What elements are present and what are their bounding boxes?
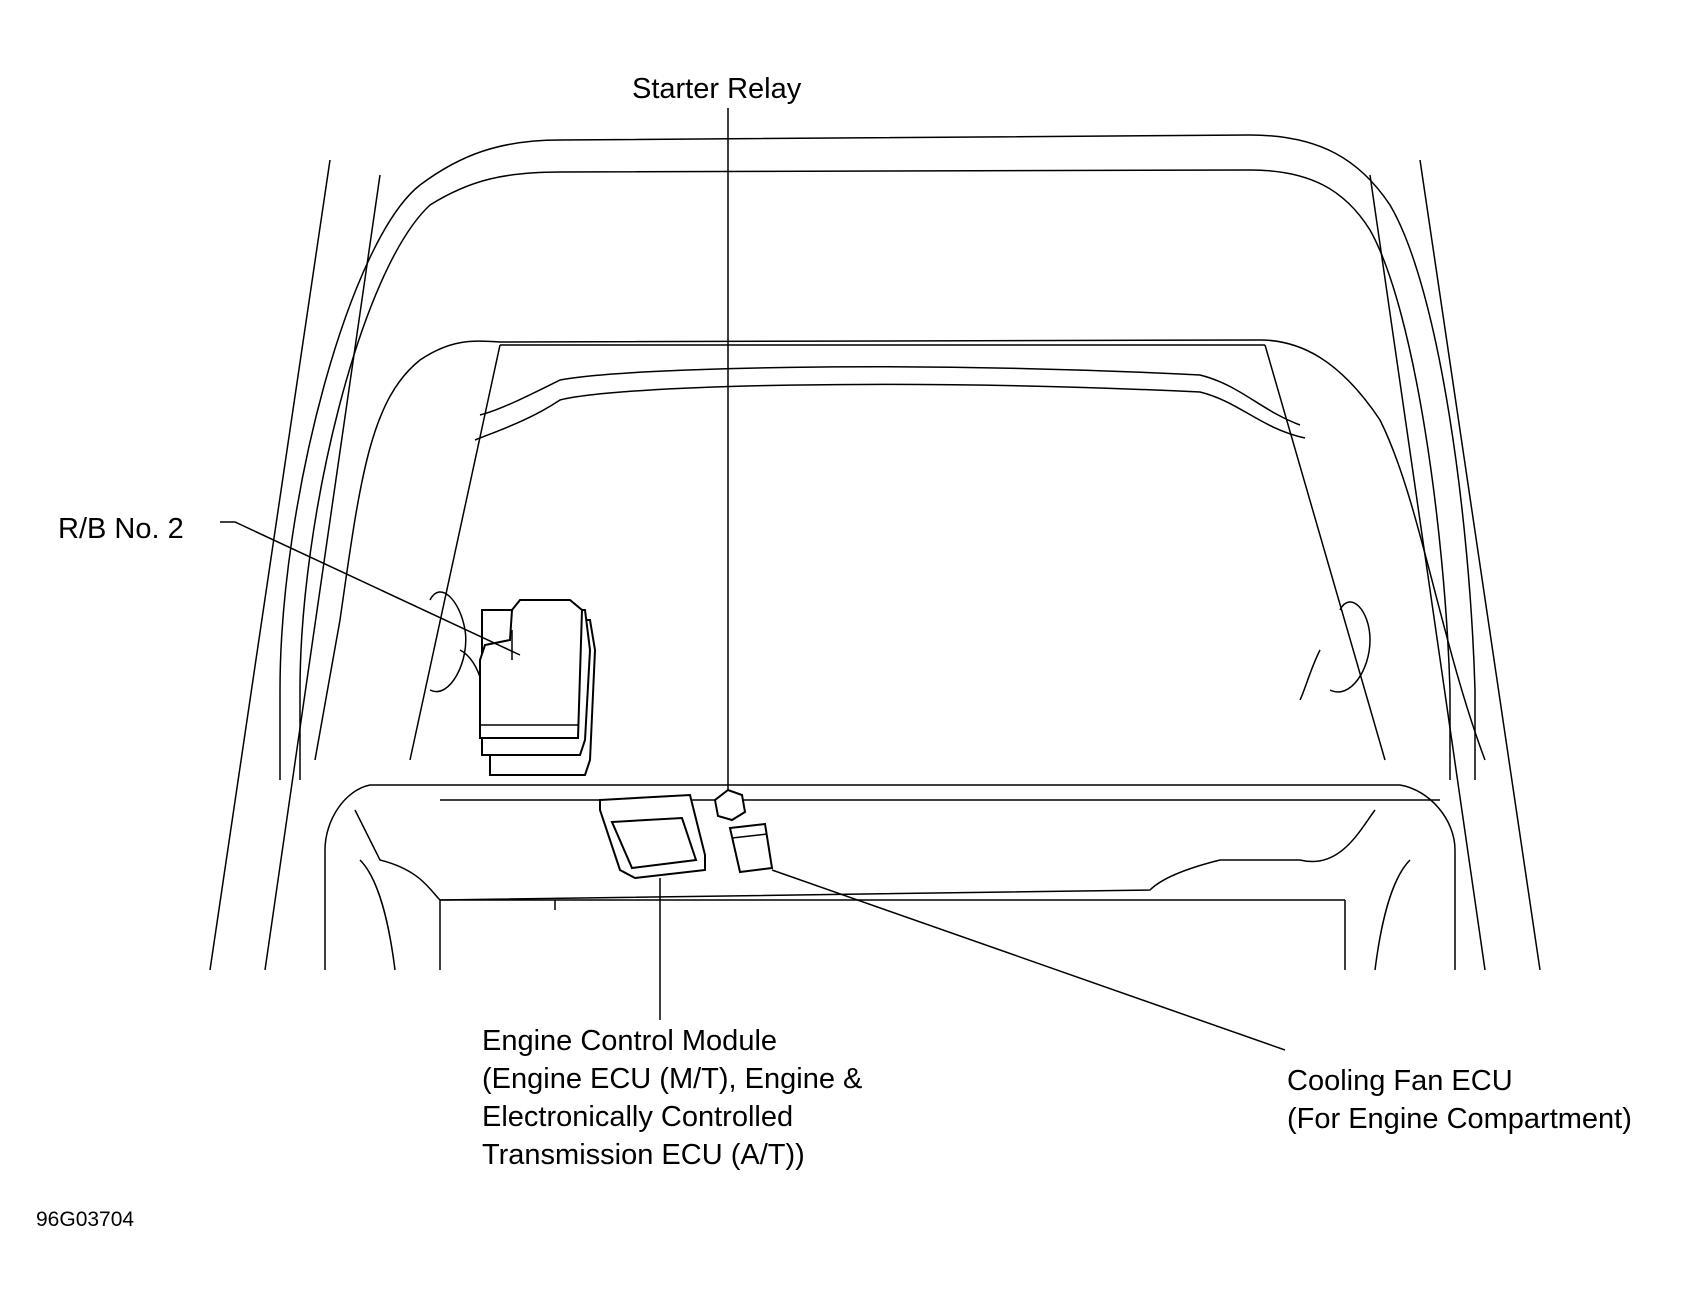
leader-rb-no2 [220, 521, 521, 656]
figure-code: 96G03704 [36, 1208, 135, 1231]
cooling-fan-label-line: Cooling Fan ECU [1287, 1065, 1513, 1097]
rb-no2-relay-block [479, 599, 597, 776]
rb-no2-label: R/B No. 2 [58, 513, 184, 545]
hood-arch [279, 134, 1476, 780]
cooling-fan-ecu [728, 822, 774, 874]
starter-relay-label: Starter Relay [632, 73, 802, 105]
cooling-fan-label-line: (For Engine Compartment) [1287, 1103, 1632, 1135]
engine-control-module [599, 793, 706, 880]
cooling-fan-label: Cooling Fan ECU (For Engine Compartment) [1287, 1062, 1632, 1138]
front-panel [324, 784, 1456, 971]
leader-cooling-fan [771, 869, 1286, 1051]
ecm-label-line: (Engine ECU (M/T), Engine & [482, 1063, 863, 1095]
ecm-label-line: Electronically Controlled [482, 1101, 794, 1133]
leader-lines [220, 108, 1286, 1051]
ecm-label: Engine Control Module (Engine ECU (M/T),… [482, 1022, 862, 1174]
vehicle-body-outline [209, 159, 1541, 971]
ecm-label-line: Transmission ECU (A/T)) [482, 1139, 805, 1171]
starter-relay [713, 788, 747, 822]
ecm-label-line: Engine Control Module [482, 1025, 778, 1057]
